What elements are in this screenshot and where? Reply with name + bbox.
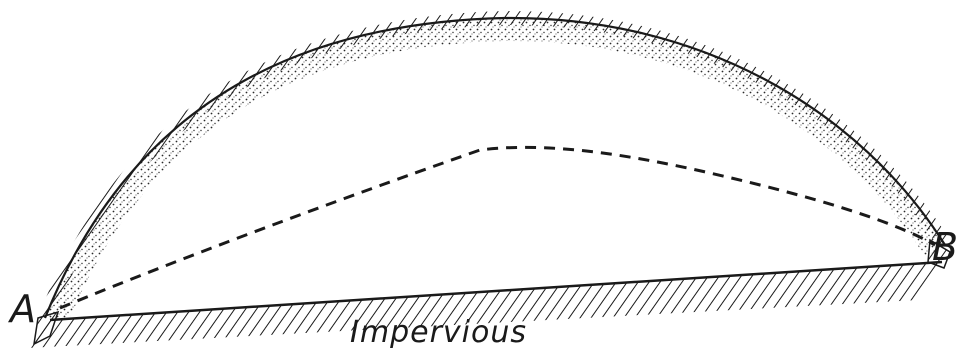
point-a-label: A xyxy=(10,290,36,328)
point-b-label: B xyxy=(932,228,958,266)
impervious-label: Impervious xyxy=(350,318,527,348)
